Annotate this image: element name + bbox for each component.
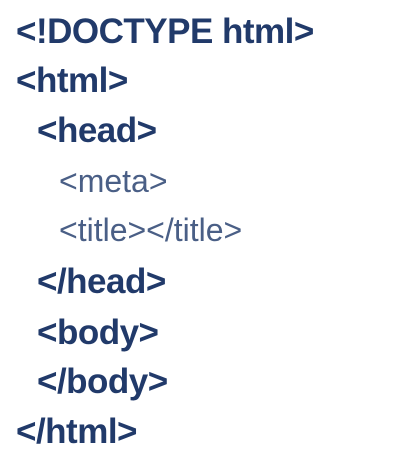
html-open-line: <html> [16, 61, 128, 100]
html-close-line: </html> [16, 412, 137, 451]
body-close-line: </body> [37, 362, 168, 401]
meta-line: <meta> [59, 163, 168, 199]
title-line: <title></title> [59, 212, 243, 248]
body-open-line: <body> [37, 313, 159, 352]
head-open-line: <head> [37, 111, 157, 150]
head-close-line: </head> [37, 262, 166, 301]
doctype-line: <!DOCTYPE html> [16, 12, 314, 51]
